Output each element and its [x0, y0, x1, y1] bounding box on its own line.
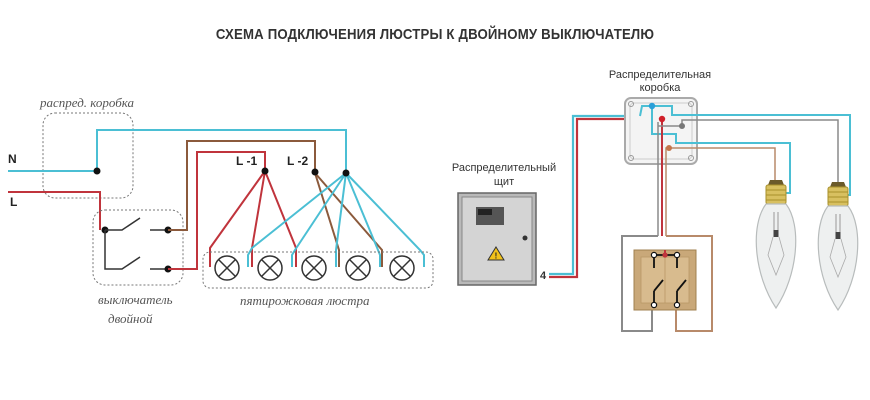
l2-wire — [168, 140, 316, 231]
lamp — [301, 255, 327, 281]
neutral-junction-dot — [93, 167, 101, 175]
tan-junction-dot — [666, 145, 672, 151]
light-bulb — [755, 180, 797, 310]
switch-label-line1: выключатель — [98, 292, 173, 307]
junction-box-label: распред. коробка — [39, 95, 135, 110]
gray-to-bulb2 — [658, 119, 839, 183]
neutral-wire — [8, 129, 347, 173]
neutral-junction-dot — [648, 102, 656, 110]
l2-label: L -2 — [287, 154, 308, 168]
panel-phase-cable — [549, 117, 660, 279]
lamp — [389, 255, 415, 281]
switch-tan-wire — [666, 235, 713, 332]
tan-to-bulb1 — [665, 147, 776, 236]
lamp — [257, 255, 283, 281]
distribution-panel: ! — [457, 192, 537, 286]
junction-box-outline — [42, 112, 134, 199]
junction-box-label-line2: коробка — [640, 82, 682, 94]
left-schematic: распред. коробка N L выключатель двойной… — [8, 95, 434, 326]
switch-label-line2: двойной — [108, 311, 153, 326]
switch-contact-2 — [104, 230, 141, 270]
phase-wire — [8, 191, 101, 230]
panel-lock-icon — [522, 235, 528, 241]
chandelier-label: пятирожковая люстра — [240, 293, 370, 308]
lamp — [345, 255, 371, 281]
switch-outline — [92, 209, 184, 286]
panel-wire-count: 4 — [540, 270, 547, 282]
panel-neutral-cable — [549, 114, 640, 276]
right-pictorial: Распределительный щит ! 4 Распределитель… — [452, 69, 859, 332]
warning-icon — [487, 246, 505, 261]
neutral-fanout-dot — [342, 169, 350, 177]
double-switch — [633, 249, 697, 311]
chandelier-outline — [202, 251, 434, 289]
gray-junction-dot — [679, 123, 685, 129]
l1-label: L -1 — [236, 154, 257, 168]
svg-text:!: ! — [495, 252, 498, 261]
chandelier-wiring — [209, 170, 425, 267]
l1-junction-dot — [261, 167, 269, 175]
panel-label-line1: Распределительный — [452, 162, 556, 174]
neutral-label: N — [8, 152, 17, 166]
neutral-to-bulb1 — [651, 106, 791, 194]
panel-label-line2: щит — [494, 176, 514, 188]
junction-box-label-line1: Распределительная — [609, 69, 711, 81]
neutral-to-bulb2 — [639, 105, 851, 196]
lamp — [214, 255, 240, 281]
phase-junction-dot — [658, 115, 666, 123]
line-label: L — [10, 195, 17, 209]
diagram-title: СХЕМА ПОДКЛЮЧЕНИЯ ЛЮСТРЫ К ДВОЙНОМУ ВЫКЛ… — [215, 26, 655, 43]
light-bulb — [817, 182, 859, 312]
switch-gray-wire — [621, 235, 658, 332]
l1-wire — [168, 151, 266, 270]
l2-junction-dot — [311, 168, 319, 176]
switch-contact-1 — [105, 217, 141, 231]
